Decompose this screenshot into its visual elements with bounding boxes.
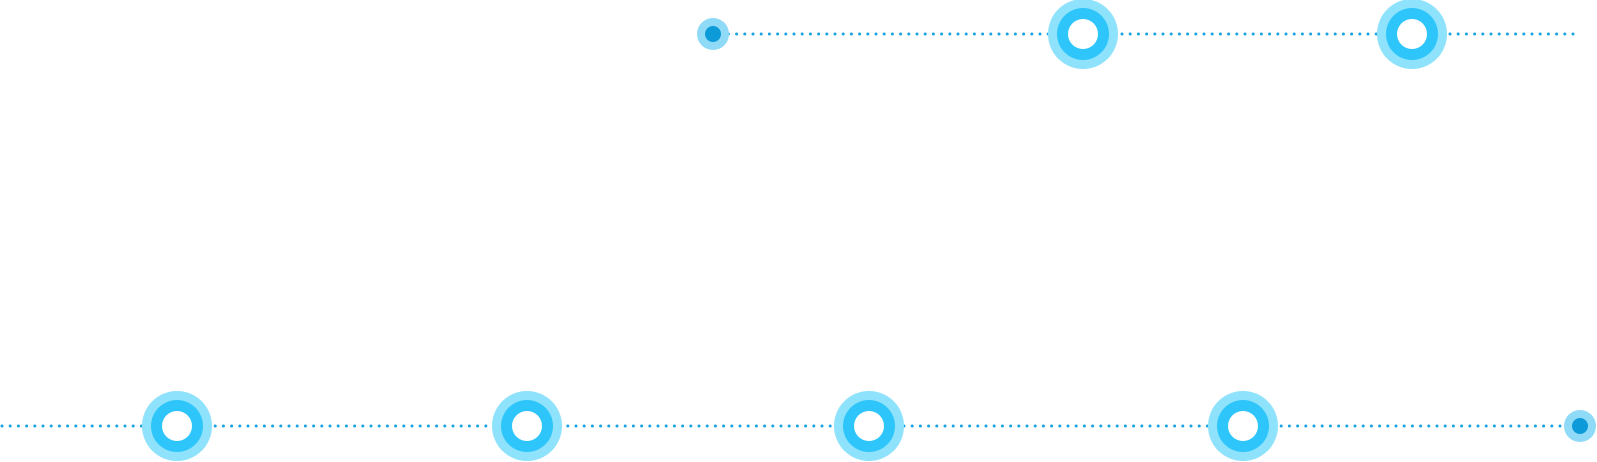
bottom-track <box>0 391 1596 461</box>
milestone-center <box>1228 411 1258 441</box>
top-track <box>697 0 1577 69</box>
milestone-center <box>1397 19 1427 49</box>
endpoint-dot <box>1572 418 1588 434</box>
endpoint-dot <box>705 26 721 42</box>
bottom-milestone-2 <box>492 391 562 461</box>
top-start-dot <box>697 18 729 50</box>
milestone-center <box>1068 19 1098 49</box>
top-milestone-2 <box>1377 0 1447 69</box>
bottom-milestone-1 <box>142 391 212 461</box>
milestone-center <box>512 411 542 441</box>
milestone-center <box>854 411 884 441</box>
milestone-center <box>162 411 192 441</box>
top-milestone-1 <box>1048 0 1118 69</box>
bottom-milestone-4 <box>1208 391 1278 461</box>
bottom-milestone-3 <box>834 391 904 461</box>
bottom-end-dot <box>1564 410 1596 442</box>
